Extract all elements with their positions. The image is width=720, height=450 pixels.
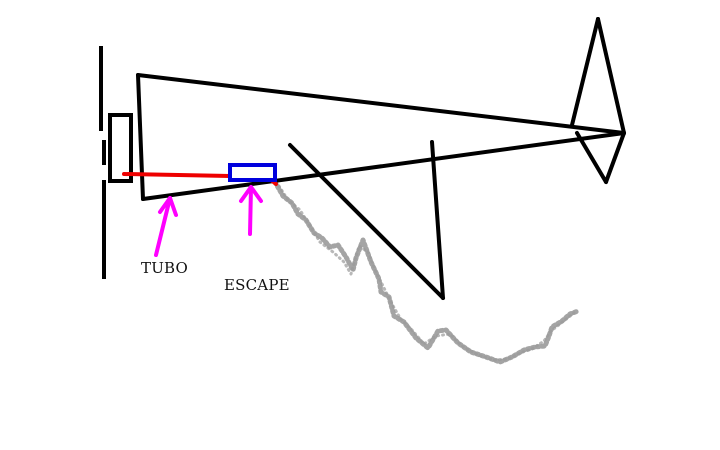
escape-label: ESCAPE xyxy=(224,276,290,294)
propeller xyxy=(99,46,133,279)
engine-cowling xyxy=(108,113,133,183)
tail-plane-lower xyxy=(575,131,608,184)
escape-arrow-head xyxy=(239,185,263,203)
wing xyxy=(288,140,445,300)
tail-fin-front xyxy=(570,17,600,127)
tubo-arrow-shaft xyxy=(154,196,172,257)
fuselage-front xyxy=(136,73,145,201)
tube-line xyxy=(122,172,232,178)
smoke-trail-haze xyxy=(277,184,576,362)
tubo-arrow xyxy=(154,196,178,257)
escape-arrow xyxy=(239,185,263,236)
tubo-label: TUBO xyxy=(141,259,189,277)
tail-fin-rear xyxy=(596,17,626,135)
fuselage-top xyxy=(136,73,626,135)
escape-arrow-shaft xyxy=(248,185,253,236)
wing-leading-edge xyxy=(288,143,445,300)
smoke-trail-path xyxy=(272,179,581,365)
tail-plane-rear xyxy=(604,131,626,184)
wing-strut xyxy=(430,140,445,300)
tubo-arrow-head xyxy=(158,196,178,217)
exhaust-box xyxy=(228,163,277,182)
tail xyxy=(570,17,626,184)
smoke-trail xyxy=(272,179,581,365)
fuselage-bottom xyxy=(141,131,626,201)
fuselage xyxy=(136,73,626,201)
